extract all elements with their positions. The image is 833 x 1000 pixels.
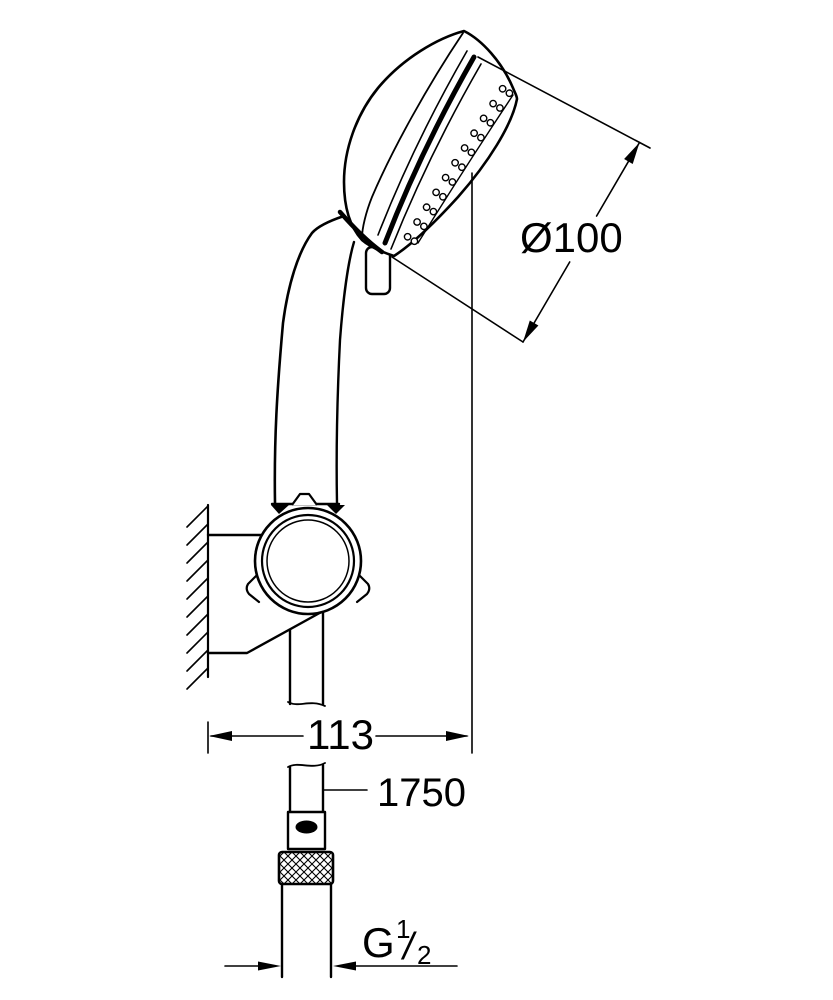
wall-and-bracket	[186, 503, 327, 690]
ring-middle	[260, 513, 356, 609]
face-rim-line-1	[377, 50, 468, 236]
holder-ring	[245, 492, 371, 616]
pipe-break-line	[287, 701, 326, 707]
spray-nozzles	[403, 84, 514, 246]
ring-outer	[253, 506, 363, 616]
arrowhead-right	[446, 731, 469, 741]
face-rim-line-2	[390, 63, 482, 250]
clamp-shadow-right	[327, 505, 345, 514]
clamp-shadow-left	[271, 505, 289, 514]
dim-thread: G 1 / 2	[224, 914, 458, 971]
dim-holder-width: 113	[207, 172, 473, 758]
arrowhead-to-right	[258, 961, 281, 971]
ring-inner	[266, 519, 350, 603]
thread-denominator: 2	[417, 940, 431, 970]
handle-body	[274, 216, 354, 503]
head-bottom-edge	[337, 209, 385, 255]
thread-numerator: 1	[396, 914, 410, 944]
arrowhead-down	[523, 320, 539, 342]
arrowhead-to-left	[333, 961, 356, 971]
handle	[273, 214, 356, 505]
dim-label-holder-width: 113	[307, 711, 374, 758]
wall-hatching	[186, 505, 209, 690]
handle-left-edge	[273, 214, 346, 505]
clamp-peak-tab	[291, 492, 318, 506]
hose-assembly	[277, 762, 335, 979]
ext-line-bottom	[391, 256, 524, 343]
arrowhead-up	[624, 142, 640, 164]
dim-label-hose-length: 1750	[377, 771, 466, 815]
shower-head	[337, 29, 519, 258]
ext-line-top	[477, 56, 651, 149]
face-rim-band	[382, 54, 477, 246]
thread-slash: /	[400, 926, 417, 968]
handle-right-edge	[335, 240, 356, 505]
dim-hose-length: 1750	[323, 771, 466, 815]
brand-stamp-icon	[295, 820, 318, 834]
thread-letter: G	[362, 919, 395, 966]
dim-label-head-diameter: Ø100	[520, 214, 623, 261]
handle-lower-pipe	[287, 610, 326, 707]
holder-ear-left	[245, 570, 262, 604]
arrowhead-left	[209, 731, 232, 741]
knurled-nut	[277, 850, 335, 886]
holder-ear-right	[354, 570, 371, 604]
hose-break-line	[287, 762, 326, 768]
dim-label-thread: G 1 / 2	[362, 914, 431, 970]
bracket-bottom-arm	[206, 608, 327, 655]
head-crease-line	[361, 32, 464, 239]
dim-head-diameter: Ø100	[391, 56, 651, 343]
